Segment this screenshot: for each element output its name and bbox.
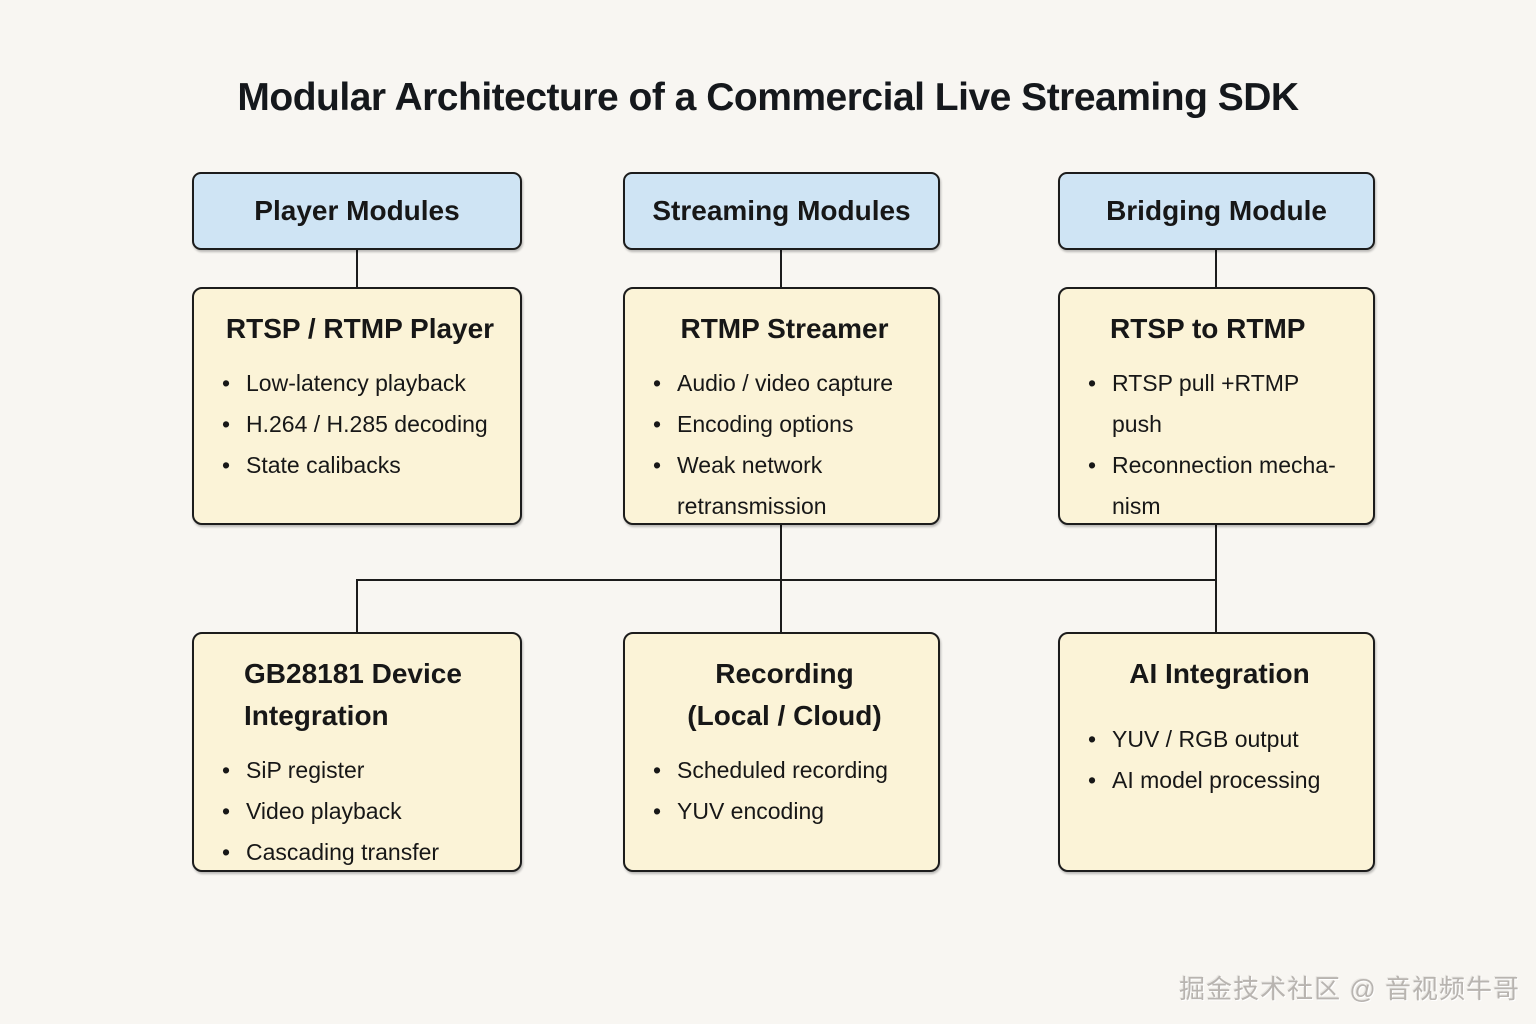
bullet-dot-icon: •	[222, 411, 231, 437]
watermark-text: 掘金技术社区 @ 音视频牛哥	[1179, 974, 1520, 1004]
bullet-dot-icon: •	[653, 757, 662, 783]
bullet-list: • YUV / RGB output • AI model processing	[1086, 719, 1353, 801]
bullet-item: • YUV encoding	[651, 791, 918, 832]
bullet-text: Video playback	[246, 798, 402, 824]
bullet-item: • RTSP pull +RTMP push	[1086, 363, 1353, 445]
bullet-list: • Low-latency playback • H.264 / H.285 dec…	[220, 363, 500, 486]
bullet-text: Low-latency playback	[246, 370, 466, 396]
bullet-list: • Scheduled recording • YUV encoding	[651, 750, 918, 832]
node-rtmp-streamer-title: RTMP Streamer	[680, 313, 889, 344]
bullet-dot-icon: •	[222, 798, 231, 824]
bullet-text: Encoding options	[677, 411, 854, 437]
bullet-item: • Audio / video capture	[651, 363, 918, 404]
node-bridging-module-label: Bridging Module	[1106, 195, 1327, 226]
bullet-dot-icon: •	[222, 370, 231, 396]
node-rtmp-streamer: RTMP Streamer • Audio / video capture • En…	[623, 287, 940, 525]
node-ai-integration-title: AI Integration	[1129, 658, 1310, 689]
bullet-text: Audio / video capture	[677, 370, 894, 396]
node-gb28181-title: GB28181 Device Integration	[244, 658, 462, 731]
bullet-dot-icon: •	[653, 370, 662, 396]
bullet-item: • AI model processing	[1086, 760, 1353, 801]
bullet-item: • Encoding options	[651, 404, 918, 445]
bullet-dot-icon: •	[653, 452, 662, 478]
bullet-list: • RTSP pull +RTMP push • Reconnection mech…	[1086, 363, 1353, 527]
bullet-item: • Low-latency playback	[220, 363, 500, 404]
bullet-text: RTSP pull +RTMP push	[1112, 370, 1299, 437]
node-recording-title: Recording (Local / Cloud)	[687, 658, 882, 731]
bullet-dot-icon: •	[1088, 726, 1097, 752]
bullet-item: • Scheduled recording	[651, 750, 918, 791]
bullet-dot-icon: •	[222, 452, 231, 478]
bullet-item: • SiP register	[220, 750, 500, 791]
bullet-text: State calibacks	[246, 452, 401, 478]
bullet-text: Scheduled recording	[677, 757, 888, 783]
node-recording: Recording (Local / Cloud) • Scheduled rec…	[623, 632, 940, 872]
node-rtsp-to-rtmp-title: RTSP to RTMP	[1110, 313, 1306, 344]
bullet-text: YUV / RGB output	[1112, 726, 1299, 752]
bullet-item: • Cascading transfer	[220, 832, 500, 873]
node-player-modules-label: Player Modules	[254, 195, 460, 226]
node-rtsp-rtmp-player: RTSP / RTMP Player • Low-latency playback…	[192, 287, 522, 525]
node-player-modules: Player Modules	[192, 172, 522, 250]
bullet-text: Reconnection mecha- nism	[1112, 452, 1336, 519]
connector-player-to-rtsp-player	[356, 250, 358, 288]
bullet-text: Weak network retransmission	[677, 452, 827, 519]
bullet-item: • Reconnection mecha- nism	[1086, 445, 1353, 527]
diagram-title: Modular Architecture of a Commercial Liv…	[237, 76, 1299, 120]
bullet-item: • Weak network retransmission	[651, 445, 918, 527]
node-rtsp-to-rtmp: RTSP to RTMP • RTSP pull +RTMP push • Reco…	[1058, 287, 1375, 525]
node-rtsp-rtmp-player-title: RTSP / RTMP Player	[225, 313, 495, 344]
node-ai-integration: AI Integration • YUV / RGB output • AI mod…	[1058, 632, 1375, 872]
bullet-item: • H.264 / H.285 decoding	[220, 404, 500, 445]
bullet-text: SiP register	[246, 757, 365, 783]
bullet-text: Cascading transfer	[246, 839, 440, 865]
connector-bus-to-gb28181	[356, 579, 358, 633]
bullet-text: YUV encoding	[677, 798, 825, 824]
node-gb28181-device-integration: GB28181 Device Integration • SiP register…	[192, 632, 522, 872]
node-streaming-modules-label: Streaming Modules	[652, 195, 911, 226]
connector-bus-horizontal	[356, 579, 1217, 581]
bullet-dot-icon: •	[222, 839, 231, 865]
bullet-item: • YUV / RGB output	[1086, 719, 1353, 760]
bullet-dot-icon: •	[1088, 370, 1097, 396]
bullet-dot-icon: •	[1088, 767, 1097, 793]
bullet-list: • SiP register • Video playback • Cascading…	[220, 750, 500, 873]
bullet-dot-icon: •	[1088, 452, 1097, 478]
bullet-text: AI model processing	[1112, 767, 1321, 793]
bullet-list: • Audio / video capture • Encoding options…	[651, 363, 918, 527]
node-streaming-modules: Streaming Modules	[623, 172, 940, 250]
bullet-item: • State calibacks	[220, 445, 500, 486]
bullet-dot-icon: •	[653, 411, 662, 437]
bullet-item: • Video playback	[220, 791, 500, 832]
node-bridging-module: Bridging Module	[1058, 172, 1375, 250]
bullet-dot-icon: •	[653, 798, 662, 824]
connector-bridging-to-rtsp-to-rtmp	[1215, 250, 1217, 288]
connector-streaming-to-rtmp-streamer	[780, 250, 782, 288]
bullet-dot-icon: •	[222, 757, 231, 783]
bullet-text: H.264 / H.285 decoding	[246, 411, 488, 437]
